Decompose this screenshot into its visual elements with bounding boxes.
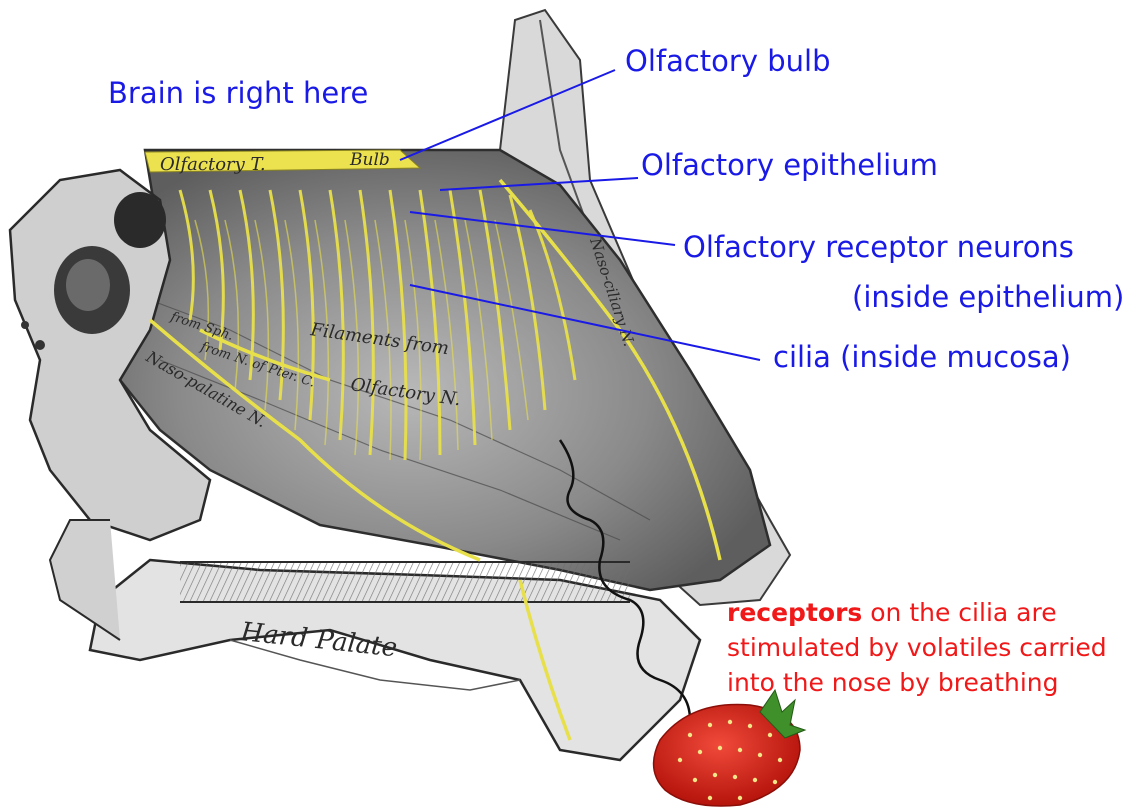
note-bold-word: receptors: [727, 598, 862, 627]
engraving-bulb: Bulb: [349, 150, 390, 170]
engraving-olfactory-tract: Olfactory T.: [160, 154, 266, 175]
label-cilia: cilia (inside mucosa): [773, 342, 1071, 374]
label-olfactory-bulb: Olfactory bulb: [625, 46, 830, 78]
receptors-note: receptors on the cilia are stimulated by…: [727, 595, 1127, 700]
label-inside-epithelium: (inside epithelium): [852, 282, 1124, 314]
label-receptor-neurons: Olfactory receptor neurons: [683, 232, 1074, 264]
note-line3: into the nose by breathing: [727, 665, 1127, 700]
note-line2: stimulated by volatiles carried: [727, 630, 1127, 665]
label-olfactory-epithelium: Olfactory epithelium: [641, 150, 938, 182]
strawberry-image: [654, 690, 805, 806]
note-line1: on the cilia are: [862, 598, 1056, 627]
label-brain: Brain is right here: [108, 78, 368, 110]
